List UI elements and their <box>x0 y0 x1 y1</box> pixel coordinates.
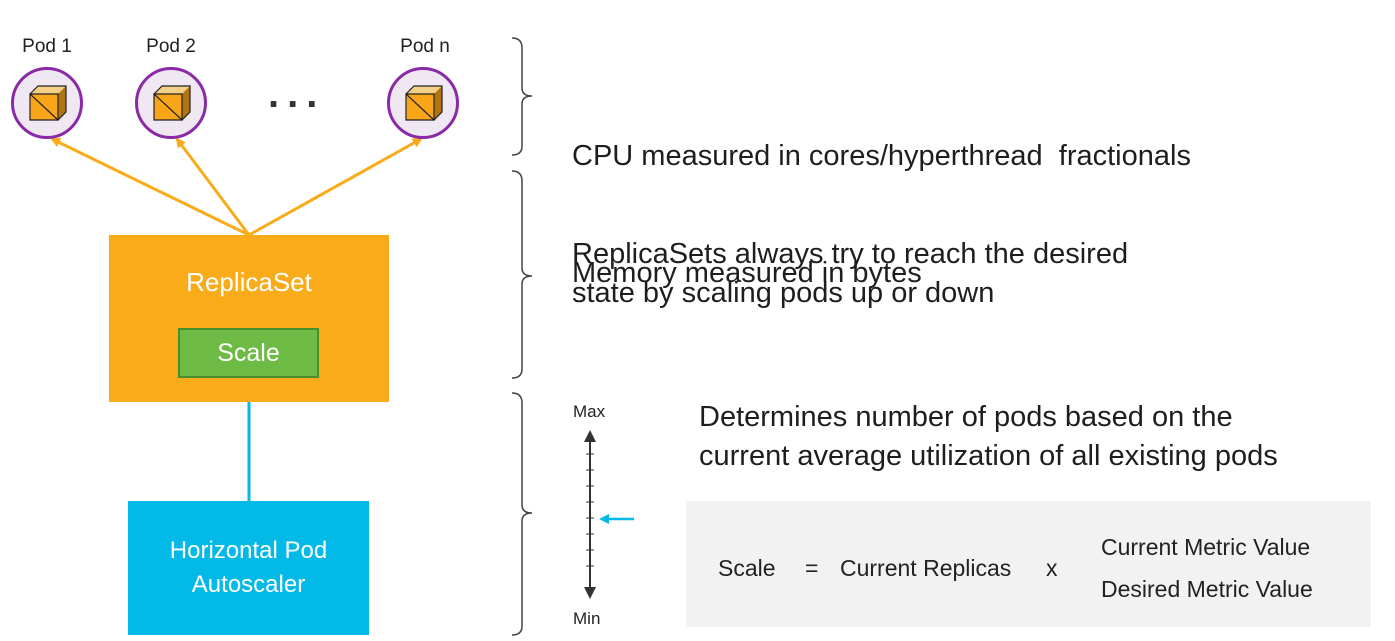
formula-times: x <box>1046 555 1058 581</box>
formula-panel <box>686 501 1371 627</box>
pod-1 <box>11 67 83 139</box>
hpa-description: Determines number of pods based on the c… <box>699 398 1278 476</box>
pod-2 <box>135 67 207 139</box>
pods-description-line-2: Memory measured in bytes <box>572 257 922 289</box>
container-icon <box>29 85 67 121</box>
formula-current-replicas: Current Replicas <box>840 555 1012 581</box>
formula-equals: = <box>805 555 819 581</box>
bracket-replicaset <box>511 170 533 379</box>
container-icon <box>405 85 443 121</box>
scale-axis <box>584 430 596 599</box>
bracket-hpa <box>511 392 533 636</box>
container-icon <box>153 85 191 121</box>
arrow-to-pod-1 <box>50 137 250 237</box>
replicaset-description: ReplicaSets always try to reach the desi… <box>572 235 1128 313</box>
replicaset-description-line-1: ReplicaSets always try to reach the desi… <box>572 238 1129 270</box>
pod-n-label: Pod n <box>400 36 450 57</box>
hpa-description-line-2: current average utilization of all exist… <box>699 440 1278 472</box>
hpa-label-line-1: Horizontal Pod <box>169 537 328 564</box>
arrow-to-pod-2 <box>175 137 251 236</box>
scale-max-label: Max <box>573 402 606 421</box>
arrow-to-pod-n <box>248 137 423 237</box>
bracket-pods <box>511 37 533 156</box>
pod-1-label: Pod 1 <box>22 36 72 57</box>
pod-n <box>387 67 459 139</box>
formula-lhs: Scale <box>718 555 776 581</box>
scale-box: Scale <box>178 328 319 378</box>
scale-min-label: Min <box>573 609 601 628</box>
pod-2-label: Pod 2 <box>146 36 196 57</box>
pods-description: CPU measured in cores/hyperthread fracti… <box>572 59 1191 332</box>
more-pods-ellipsis: ... <box>268 72 326 116</box>
replicaset-box: ReplicaSet Scale <box>109 235 389 402</box>
horizontal-pod-autoscaler-box: Horizontal Pod Autoscaler <box>128 501 369 635</box>
hpa-description-line-1: Determines number of pods based on the <box>699 401 1233 433</box>
replicaset-description-line-2: state by scaling pods up or down <box>572 277 995 309</box>
hpa-label-line-2: Autoscaler <box>191 571 306 598</box>
pods-description-line-1: CPU measured in cores/hyperthread fracti… <box>572 140 1191 172</box>
formula-denominator: Desired Metric Value <box>1101 576 1313 602</box>
formula-numerator: Current Metric Value <box>1101 534 1311 560</box>
replicaset-label: ReplicaSet <box>186 267 312 297</box>
